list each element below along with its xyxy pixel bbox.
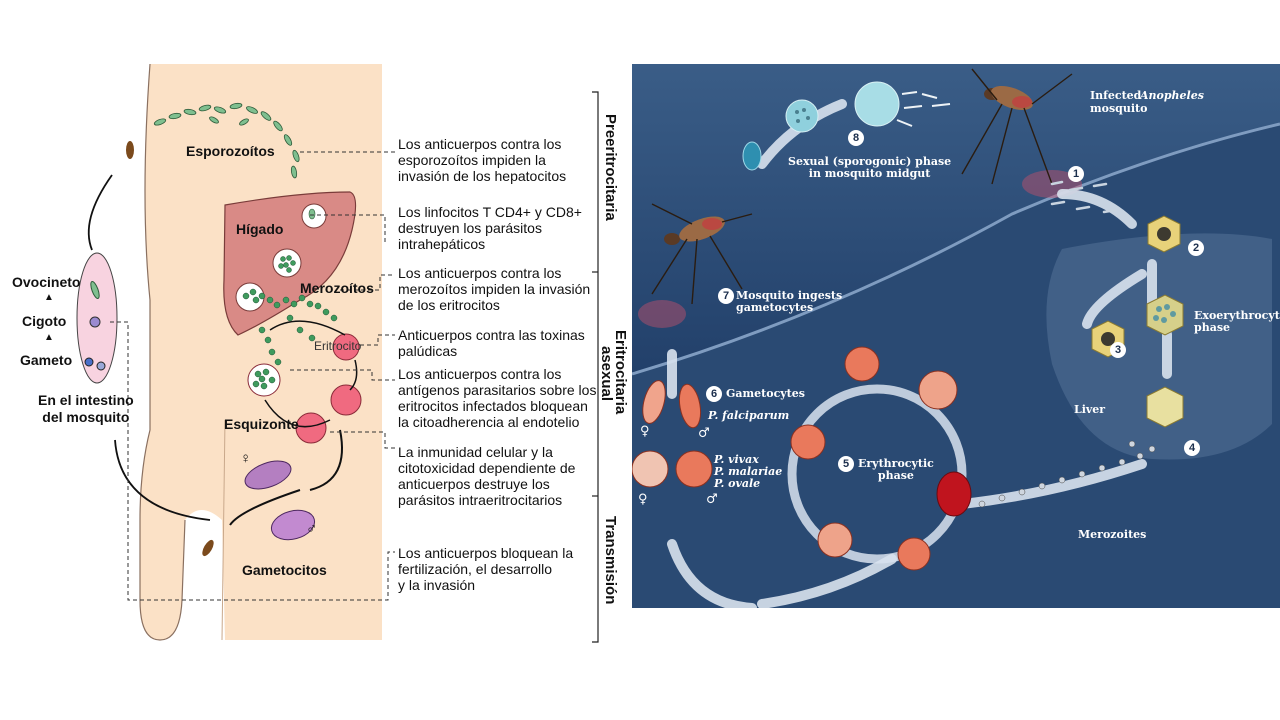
gametocitos-label: Gametocitos: [242, 562, 327, 578]
arrow-up-2: ▲: [44, 332, 54, 343]
female-symbol: ♀: [240, 450, 252, 467]
arrow-up-1: ▲: [44, 292, 54, 303]
step-number-1: 1: [1068, 166, 1084, 182]
liver-silhouette: [1046, 233, 1272, 460]
male-gametocyte: [270, 509, 316, 541]
annotation-sporozoite-antibodies: Los anticuerpos contra los esporozoítos …: [398, 136, 567, 184]
infected-label-2: Anopheles: [1140, 89, 1204, 102]
female-symbol-right: ♀: [640, 424, 650, 439]
phase-preeritrocitaria: Preeritrocitaria: [602, 114, 619, 221]
step-number-6: 6: [706, 386, 722, 402]
merozoitos-label: Merozoítos: [300, 280, 374, 296]
feeding-mosquito: [651, 203, 753, 305]
step-number-7: 7: [718, 288, 734, 304]
male-symbol-right-1: ♂: [698, 426, 710, 441]
skin-surface: [632, 64, 1280, 374]
annotation-cellular-immunity: La inmunidad celular y la citotoxicidad …: [398, 444, 576, 508]
step-number-4: 4: [1184, 440, 1200, 456]
annotation-cytoadherence: Los anticuerpos contra los antígenos par…: [398, 366, 597, 430]
esporozoitos-label: Esporozoítos: [186, 143, 275, 159]
merozoites-label: Merozoites: [1078, 528, 1147, 541]
phase-asexual: asexual: [598, 346, 615, 402]
infected-label-1: Infected: [1090, 89, 1142, 102]
step-number-3: 3: [1110, 342, 1126, 358]
liver-label: Liver: [1074, 403, 1106, 416]
mosquito-gut-location: En el intestino del mosquito: [38, 392, 134, 425]
annotation-toxin-antibodies: Anticuerpos contra las toxinas palúdicas: [398, 327, 585, 359]
cigoto-label: Cigoto: [22, 313, 67, 329]
infected-label-3: mosquito: [1090, 102, 1148, 115]
gameto-label: Gameto: [20, 352, 73, 368]
p-falciparum-label: P. falciparum: [708, 409, 790, 422]
sexual-phase-label: Sexual (sporogonic) phase in mosquito mi…: [788, 155, 952, 180]
immune-response-diagram: Ovocineto ▲ Cigoto ▲ Gameto En el intest…: [0, 0, 630, 720]
merozoite-stream: [242, 288, 338, 366]
step-number-5: 5: [838, 456, 854, 472]
exoerythrocytic-label: Exoerythrocytic phase: [1194, 309, 1280, 334]
step-number-2: 2: [1188, 240, 1204, 256]
step-number-8: 8: [848, 130, 864, 146]
phase-transmision: Transmisión: [602, 516, 619, 605]
mosquito-ingests-label: Mosquito ingests gametocytes: [736, 289, 843, 314]
malaria-life-cycle-diagram: 1 2 3 4 5 6 7 8 Infected Anopheles mosqu…: [632, 64, 1280, 608]
eritrocito-label: Eritrocito: [314, 339, 362, 353]
annotation-t-cells: Los linfocitos T CD4+ y CD8+ destruyen l…: [398, 204, 582, 252]
female-gametocyte: [244, 460, 292, 490]
higado-label: Hígado: [236, 221, 284, 237]
erythrocytic-label: Erythrocytic phase: [858, 457, 934, 482]
annotation-merozoite-antibodies: Los anticuerpos contra los merozoítos im…: [398, 265, 591, 313]
ovocineto-label: Ovocineto: [12, 274, 81, 290]
male-symbol: ♂: [306, 520, 318, 537]
male-symbol-right-2: ♂: [706, 492, 718, 507]
p-species-label: P. vivax P. malariae P. ovale: [714, 453, 783, 490]
female-symbol-right-2: ♀: [638, 492, 648, 507]
annotation-transmission-block: Los anticuerpos bloquean la fertilizació…: [398, 545, 574, 593]
infected-mosquito: [961, 68, 1073, 185]
esquizonte-label: Esquizonte: [224, 416, 299, 432]
body-illustration: [76, 63, 599, 643]
phase-eritrocitaria: Eritrocitaria: [612, 330, 629, 415]
life-cycle-illustration: [632, 64, 1280, 608]
sporozoite-chain: [153, 102, 300, 179]
gametocytes-label: Gametocytes: [726, 387, 805, 400]
